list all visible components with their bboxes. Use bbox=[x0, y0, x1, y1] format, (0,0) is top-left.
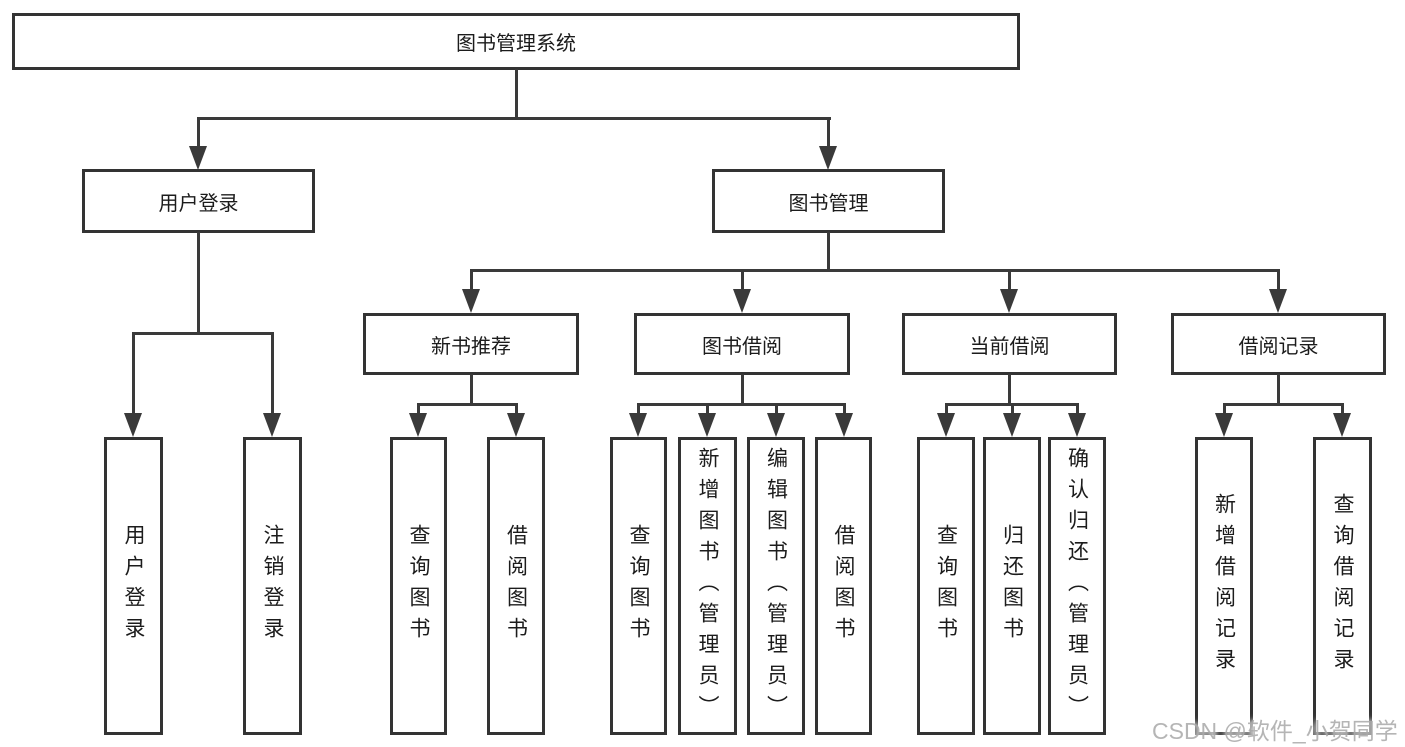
connector-line bbox=[417, 403, 420, 415]
connector-arrowhead bbox=[1215, 413, 1233, 437]
connector-line bbox=[1223, 403, 1344, 406]
connector-arrowhead bbox=[1269, 289, 1287, 313]
connector-line bbox=[417, 403, 518, 406]
leaf-query-books-recommend: 查询图书 bbox=[390, 437, 447, 735]
node-book-borrowing: 图书借阅 bbox=[634, 313, 850, 375]
leaf-return-books: 归还图书 bbox=[983, 437, 1041, 735]
connector-line bbox=[515, 69, 518, 119]
connector-arrowhead bbox=[124, 413, 142, 437]
connector-arrowhead bbox=[629, 413, 647, 437]
connector-arrowhead bbox=[189, 146, 207, 170]
connector-line bbox=[271, 332, 274, 415]
connector-arrowhead bbox=[835, 413, 853, 437]
leaf-user-login: 用户登录 bbox=[104, 437, 163, 735]
connector-arrowhead bbox=[1003, 413, 1021, 437]
node-book-management: 图书管理 bbox=[712, 169, 945, 233]
connector-line bbox=[1341, 403, 1344, 415]
connector-line bbox=[706, 403, 709, 415]
connector-line bbox=[1008, 269, 1011, 293]
connector-arrowhead bbox=[767, 413, 785, 437]
connector-arrowhead bbox=[937, 413, 955, 437]
node-current-borrowing: 当前借阅 bbox=[902, 313, 1117, 375]
connector-line bbox=[132, 332, 274, 335]
connector-line bbox=[132, 332, 135, 415]
connector-line bbox=[1008, 374, 1011, 406]
connector-line bbox=[470, 374, 473, 406]
connector-line bbox=[197, 117, 831, 120]
node-new-book-recommend: 新书推荐 bbox=[363, 313, 579, 375]
connector-line bbox=[741, 269, 744, 293]
connector-arrowhead bbox=[1000, 289, 1018, 313]
connector-line bbox=[637, 403, 846, 406]
leaf-add-borrow-record: 新增借阅记录 bbox=[1195, 437, 1253, 735]
connector-arrowhead bbox=[819, 146, 837, 170]
leaf-confirm-return-admin: 确认归还（管理员） bbox=[1048, 437, 1106, 735]
connector-line bbox=[515, 403, 518, 415]
leaf-query-borrow-record: 查询借阅记录 bbox=[1313, 437, 1372, 735]
watermark: CSDN @软件_小贺同学 bbox=[1152, 718, 1398, 744]
connector-arrowhead bbox=[1068, 413, 1086, 437]
connector-line bbox=[1011, 403, 1014, 415]
connector-line bbox=[1277, 269, 1280, 293]
node-library-system: 图书管理系统 bbox=[12, 13, 1020, 70]
node-user-login: 用户登录 bbox=[82, 169, 315, 233]
connector-line bbox=[470, 269, 473, 293]
connector-arrowhead bbox=[698, 413, 716, 437]
connector-line bbox=[827, 117, 830, 150]
connector-arrowhead bbox=[733, 289, 751, 313]
connector-line bbox=[637, 403, 640, 415]
leaf-query-books-current: 查询图书 bbox=[917, 437, 975, 735]
connector-line bbox=[843, 403, 846, 415]
connector-arrowhead bbox=[462, 289, 480, 313]
leaf-edit-book-admin: 编辑图书（管理员） bbox=[747, 437, 805, 735]
connector-line bbox=[1223, 403, 1226, 415]
connector-arrowhead bbox=[1333, 413, 1351, 437]
connector-arrowhead bbox=[263, 413, 281, 437]
connector-arrowhead bbox=[409, 413, 427, 437]
connector-line bbox=[945, 403, 948, 415]
connector-line bbox=[470, 269, 1280, 272]
connector-line bbox=[197, 232, 200, 334]
leaf-borrow-books-recommend: 借阅图书 bbox=[487, 437, 545, 735]
connector-line bbox=[1076, 403, 1079, 415]
connector-line bbox=[197, 117, 200, 150]
leaf-logout: 注销登录 bbox=[243, 437, 302, 735]
connector-line bbox=[741, 374, 744, 406]
connector-arrowhead bbox=[507, 413, 525, 437]
leaf-query-books-borrow: 查询图书 bbox=[610, 437, 667, 735]
connector-line bbox=[827, 232, 830, 272]
node-borrow-records: 借阅记录 bbox=[1171, 313, 1386, 375]
connector-line bbox=[775, 403, 778, 415]
connector-line bbox=[1277, 374, 1280, 406]
leaf-add-book-admin: 新增图书（管理员） bbox=[678, 437, 737, 735]
leaf-borrow-books: 借阅图书 bbox=[815, 437, 872, 735]
